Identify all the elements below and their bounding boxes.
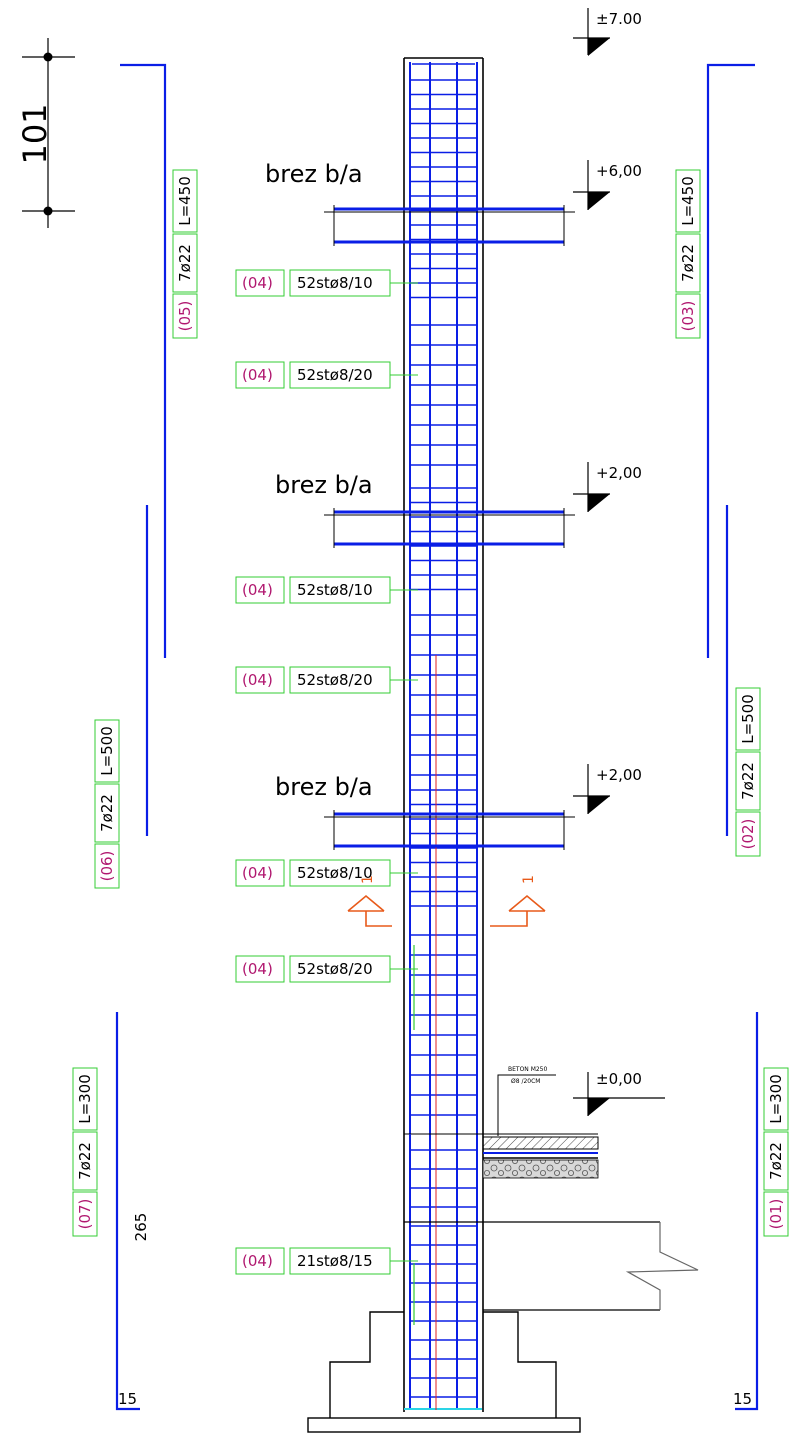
stirrup-label: (04) 52stø8/10: [235, 269, 418, 297]
anchor-length: 265: [132, 1213, 150, 1242]
bar-label-text: L=300: [767, 1074, 785, 1124]
stirrup-mark: (04): [242, 671, 273, 689]
column-outline: [403, 57, 484, 1412]
long-bars: [115, 63, 759, 1411]
bar-05-line: [120, 63, 167, 658]
stirrup-mark: (04): [242, 581, 273, 599]
bar-label-text: (07): [76, 1199, 94, 1230]
dimension-101: 101: [16, 38, 75, 228]
stirrup-label: (04) 52stø8/20: [235, 361, 418, 389]
bar-07-line: [115, 1012, 140, 1411]
foundation-beam: [404, 1221, 699, 1311]
dimension-value: 101: [16, 103, 54, 164]
bar-label-text: (06): [98, 851, 116, 882]
elevation-label-3: +2,00: [596, 464, 642, 482]
elevation-marker-3: +2,00: [573, 462, 642, 512]
elevation-label-4: +2,00: [596, 766, 642, 784]
elevation-marker-1: ±7.00: [573, 8, 642, 56]
stirrup-spec: 21stø8/15: [297, 1252, 373, 1270]
stirrup-label: (04) 52stø8/20: [235, 666, 418, 694]
section-mark-left: 1: [360, 875, 376, 884]
stirrup-mark: (04): [242, 864, 273, 882]
bar-label-text: 7ø22: [679, 244, 697, 282]
stirrup-mark: (04): [242, 274, 273, 292]
bar-label-b02: L=500 7ø22 (02): [735, 687, 761, 857]
bar-labels: L=4507ø22(05)L=5007ø22(06)L=3007ø22(07)L…: [72, 169, 789, 1237]
stirrup-labels: (04)52stø8/10(04)52stø8/20(04)52stø8/10(…: [235, 269, 418, 1275]
hook-length-right: 15: [733, 1390, 752, 1408]
slab-1: [324, 205, 575, 246]
bar-label-b06: L=500 7ø22 (06): [94, 719, 120, 889]
bar-label-b01: L=300 7ø22 (01): [763, 1067, 789, 1237]
bar-label-text: L=500: [739, 694, 757, 744]
slab-note-1: brez b/a: [265, 160, 363, 188]
bar-label-text: 7ø22: [739, 762, 757, 800]
bar-label-b03: L=450 7ø22 (03): [675, 169, 701, 339]
slab-2: [324, 508, 575, 548]
bar-label-text: 7ø22: [176, 244, 194, 282]
bar-label-text: 7ø22: [767, 1142, 785, 1180]
bar-label-text: L=450: [176, 176, 194, 226]
bar-01-line: [735, 1012, 759, 1411]
section-marker-right: 1: [490, 875, 546, 927]
stirrup-mark: (04): [242, 366, 273, 384]
slab-3: [324, 810, 575, 850]
elevation-label-5: ±0,00: [596, 1070, 642, 1088]
bar-label-text: (01): [767, 1199, 785, 1230]
bar-03-line: [706, 63, 755, 658]
stirrups: [410, 79, 477, 1398]
elevation-marker-5: ±0,00: [573, 1070, 665, 1116]
bar-label-text: (02): [739, 819, 757, 850]
slab-note-3: brez b/a: [275, 773, 373, 801]
floor-note-line1: BETON M250: [508, 1066, 548, 1073]
bar-label-text: L=450: [679, 176, 697, 226]
stirrup-spec: 52stø8/10: [297, 581, 373, 599]
bar-label-text: 7ø22: [98, 794, 116, 832]
stirrup-label: (04) 52stø8/10: [235, 576, 418, 604]
floor-note-line2: Ø8 /20CM: [511, 1078, 540, 1085]
bar-label-text: (03): [679, 301, 697, 332]
elevation-marker-4: +2,00: [573, 764, 642, 814]
elevation-marker-2: +6,00: [573, 160, 642, 210]
floor-slab: BETON M250 Ø8 /20CM: [404, 1066, 599, 1179]
hook-length-left: 15: [118, 1390, 137, 1408]
stirrup-mark: (04): [242, 1252, 273, 1270]
bar-label-b05: L=450 7ø22 (05): [172, 169, 198, 339]
column-rebars: [404, 62, 482, 1410]
stirrup-label: (04) 21stø8/15: [235, 1247, 418, 1275]
stirrup-label: (04) 52stø8/20: [235, 955, 418, 983]
stirrup-spec: 52stø8/20: [297, 671, 373, 689]
elevation-label-1: ±7.00: [596, 10, 642, 28]
stirrup-spec: 52stø8/10: [297, 274, 373, 292]
stirrup-spec: 52stø8/20: [297, 960, 373, 978]
footing: [307, 1311, 581, 1433]
bar-label-text: (05): [176, 301, 194, 332]
stirrup-label: (04) 52stø8/10: [235, 859, 418, 887]
bar-label-text: L=300: [76, 1074, 94, 1124]
stirrup-spec: 52stø8/20: [297, 366, 373, 384]
section-marker-left: 1: [347, 875, 392, 927]
stirrup-spec: 52stø8/10: [297, 864, 373, 882]
stirrup-mark: (04): [242, 960, 273, 978]
elevation-label-2: +6,00: [596, 162, 642, 180]
bar-label-text: L=500: [98, 726, 116, 776]
bar-label-b07: L=300 7ø22 (07): [72, 1067, 98, 1237]
slab-note-2: brez b/a: [275, 471, 373, 499]
section-mark-right: 1: [521, 875, 537, 884]
bar-label-text: 7ø22: [76, 1142, 94, 1180]
